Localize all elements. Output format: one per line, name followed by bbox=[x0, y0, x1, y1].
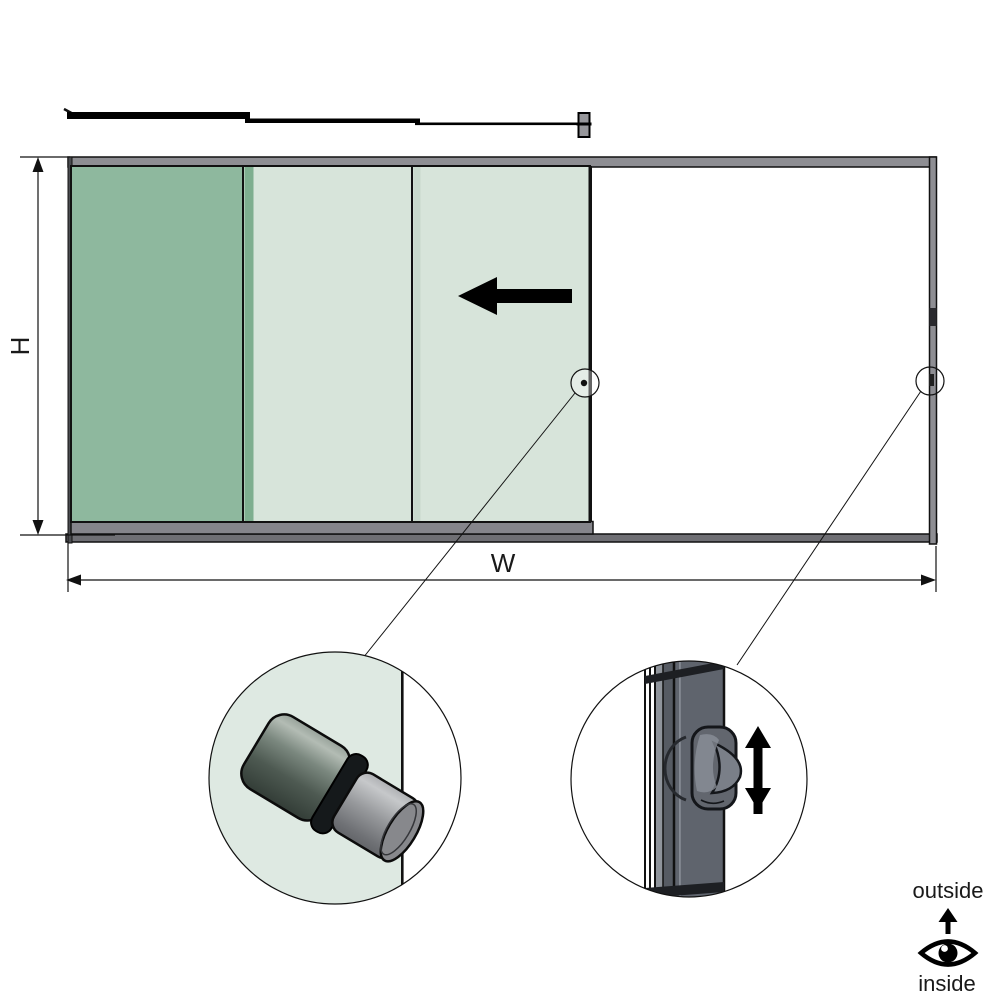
latch-thumb-grip bbox=[709, 740, 743, 795]
plan-panel3-track bbox=[415, 122, 585, 126]
detail2-content bbox=[644, 661, 771, 897]
h-arrow-down-icon bbox=[32, 520, 44, 535]
panel-1-glass bbox=[70, 165, 244, 523]
jamb-keeper-mark bbox=[929, 308, 937, 326]
panel-3-edge-strip bbox=[413, 167, 421, 521]
h-arrow-up-icon bbox=[32, 157, 44, 172]
height-label: H bbox=[5, 337, 35, 356]
knob-face bbox=[379, 800, 425, 863]
height-dimension: H bbox=[5, 156, 115, 536]
inside-label: inside bbox=[918, 971, 975, 996]
profile-top-cap bbox=[645, 661, 724, 684]
profile-band-light bbox=[656, 662, 663, 896]
frame-right-jamb bbox=[928, 156, 938, 545]
eye-pupil bbox=[938, 943, 958, 963]
latch-arrow-head-up bbox=[745, 726, 771, 748]
latch-lever bbox=[690, 725, 743, 811]
detail1-content bbox=[209, 652, 425, 904]
detail1-glass-edge bbox=[401, 652, 404, 904]
panel-2-edge-strip bbox=[244, 167, 254, 521]
width-dimension: W bbox=[66, 543, 937, 592]
outside-label: outside bbox=[913, 878, 984, 903]
elevation-view bbox=[65, 156, 945, 545]
profile-line-3 bbox=[654, 662, 656, 896]
plan-view bbox=[63, 107, 592, 138]
panel-bottom-rail bbox=[70, 520, 594, 535]
view-orientation-indicator: outside inside bbox=[913, 878, 984, 996]
profile-band-dark bbox=[662, 661, 675, 897]
plan-panel1-track bbox=[67, 112, 250, 119]
latch-housing-arc bbox=[663, 735, 687, 802]
plan-panel2-track bbox=[245, 118, 420, 123]
latch-highlight bbox=[694, 734, 719, 793]
up-down-arrow-icon bbox=[745, 726, 771, 814]
detail-circle-latch bbox=[570, 660, 808, 898]
detail1-outline bbox=[208, 651, 462, 905]
profile-line-2 bbox=[649, 662, 651, 896]
profile-highlight bbox=[679, 662, 681, 896]
panel-2-glass bbox=[242, 165, 413, 523]
handle-leader-line bbox=[362, 392, 576, 659]
latch-callout-circle bbox=[915, 366, 945, 396]
leader-lines bbox=[362, 390, 922, 666]
width-label: W bbox=[491, 548, 516, 578]
orient-arrow-shaft bbox=[945, 918, 951, 934]
jamb-latch-mark bbox=[929, 374, 934, 386]
eye-glint bbox=[941, 945, 948, 952]
panel-3-leading-edge bbox=[588, 166, 592, 522]
latch-arrow-shaft bbox=[753, 744, 763, 814]
profile-line-1 bbox=[644, 662, 646, 896]
w-arrow-left-icon bbox=[66, 574, 81, 586]
knob-face-ring bbox=[380, 803, 417, 856]
handle-dot bbox=[580, 379, 588, 387]
detail2-outline bbox=[570, 660, 808, 898]
handle-callout-marker bbox=[570, 368, 600, 398]
orient-arrow-head bbox=[938, 908, 958, 922]
frame-sill bbox=[65, 533, 938, 543]
latch-leader-line bbox=[736, 390, 922, 666]
panel-3-glass bbox=[411, 165, 591, 523]
latch-arrow-head-down bbox=[745, 788, 771, 810]
detail-circle-handle bbox=[208, 651, 462, 905]
latch-bottom-line bbox=[700, 799, 725, 805]
eye-icon bbox=[917, 939, 979, 967]
pull-knob bbox=[240, 713, 425, 863]
w-arrow-right-icon bbox=[921, 574, 936, 586]
left-arrow-icon bbox=[458, 277, 572, 315]
up-arrow-icon bbox=[938, 908, 958, 934]
plan-leading-edge-line bbox=[576, 122, 592, 126]
